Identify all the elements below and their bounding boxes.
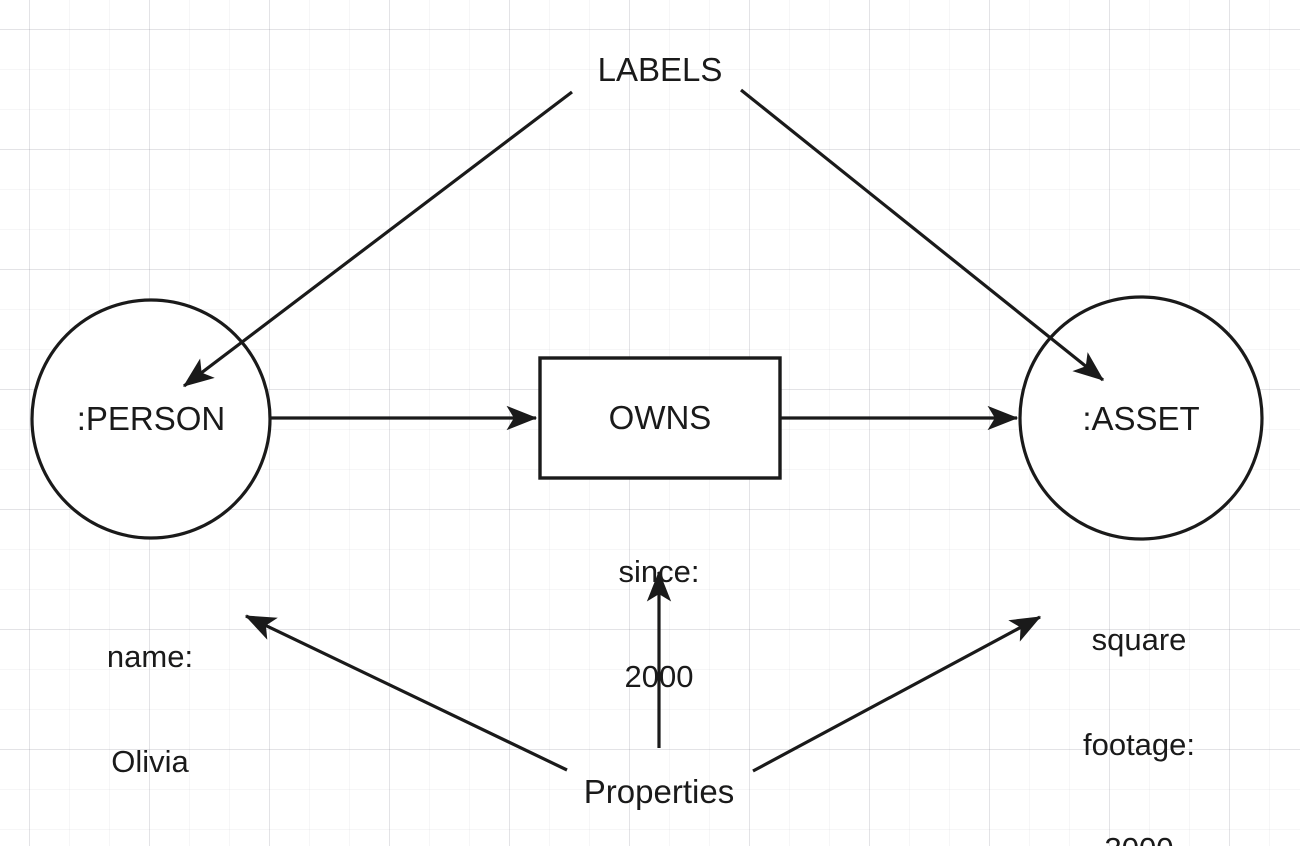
- property-person-name-key: name:: [106, 639, 194, 675]
- property-owns-since-key: since:: [618, 554, 700, 590]
- annotation-labels: LABELS: [597, 51, 723, 88]
- property-owns-since-value: 2000: [624, 658, 694, 694]
- relationship-owns-rect[interactable]: [538, 356, 782, 480]
- annotation-properties: Properties: [583, 773, 735, 810]
- property-owns-since: since: 2000: [539, 486, 779, 764]
- node-asset-label: :ASSET: [1082, 400, 1200, 437]
- property-asset-square-footage-value: 3000: [1021, 831, 1257, 846]
- leader-properties-to-person-props: [244, 614, 568, 772]
- leader-labels-to-asset: [739, 88, 1105, 382]
- property-person-name: name: Olivia: [30, 571, 270, 846]
- property-asset-square-footage: square footage: 3000: [1021, 554, 1257, 846]
- leader-properties-to-asset-props: [752, 615, 1042, 773]
- property-asset-square-footage-key-line1: square: [1091, 622, 1187, 658]
- property-asset-square-footage-key-line2: footage:: [1082, 726, 1196, 762]
- relationship-owns-label: OWNS: [608, 399, 712, 436]
- node-person-label: :PERSON: [76, 400, 226, 437]
- property-person-name-value: Olivia: [111, 743, 189, 779]
- leader-labels-to-person: [182, 90, 573, 388]
